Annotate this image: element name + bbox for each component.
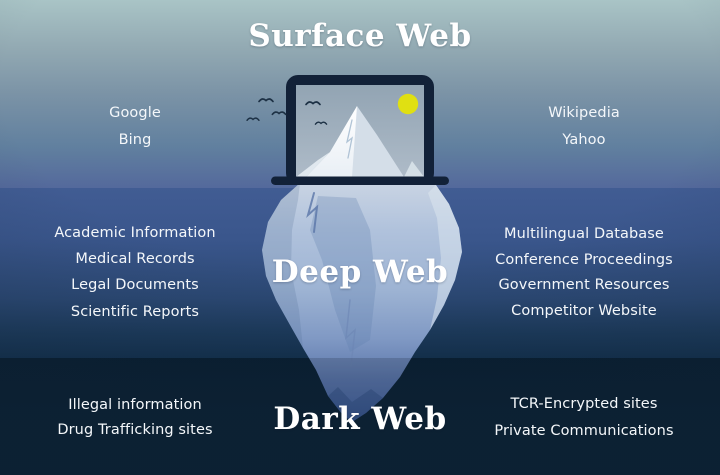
deep-web-title: Deep Web: [271, 254, 449, 290]
label-drug-trafficking-sites: Drug Trafficking sites: [57, 422, 213, 438]
label-academic-information: Academic Information: [54, 225, 216, 241]
label-competitor-website: Competitor Website: [511, 303, 657, 319]
label-government-resources: Government Resources: [498, 277, 670, 293]
sun-icon: [397, 93, 419, 115]
laptop-base: [271, 176, 449, 185]
label-medical-records: Medical Records: [75, 251, 195, 267]
label-bing: Bing: [118, 132, 152, 148]
laptop-icon: [271, 75, 449, 185]
label-tcr-encrypted-sites: TCR-Encrypted sites: [510, 396, 658, 412]
label-private-communications: Private Communications: [494, 423, 674, 439]
dark-web-title: Dark Web: [273, 401, 447, 437]
label-conference-proceedings: Conference Proceedings: [495, 252, 673, 268]
label-legal-documents: Legal Documents: [71, 277, 199, 293]
label-scientific-reports: Scientific Reports: [70, 304, 200, 320]
label-yahoo: Yahoo: [562, 132, 606, 148]
label-illegal-information: Illegal information: [68, 397, 202, 413]
surface-web-title: Surface Web: [248, 18, 472, 54]
label-wikipedia: Wikipedia: [548, 105, 620, 121]
label-multilingual-database: Multilingual Database: [504, 226, 664, 242]
bird-icon: [246, 98, 287, 121]
bird-icon: [305, 101, 328, 125]
label-google: Google: [109, 105, 161, 121]
iceberg-tip: [296, 106, 424, 177]
iceberg-icon: [262, 183, 462, 422]
